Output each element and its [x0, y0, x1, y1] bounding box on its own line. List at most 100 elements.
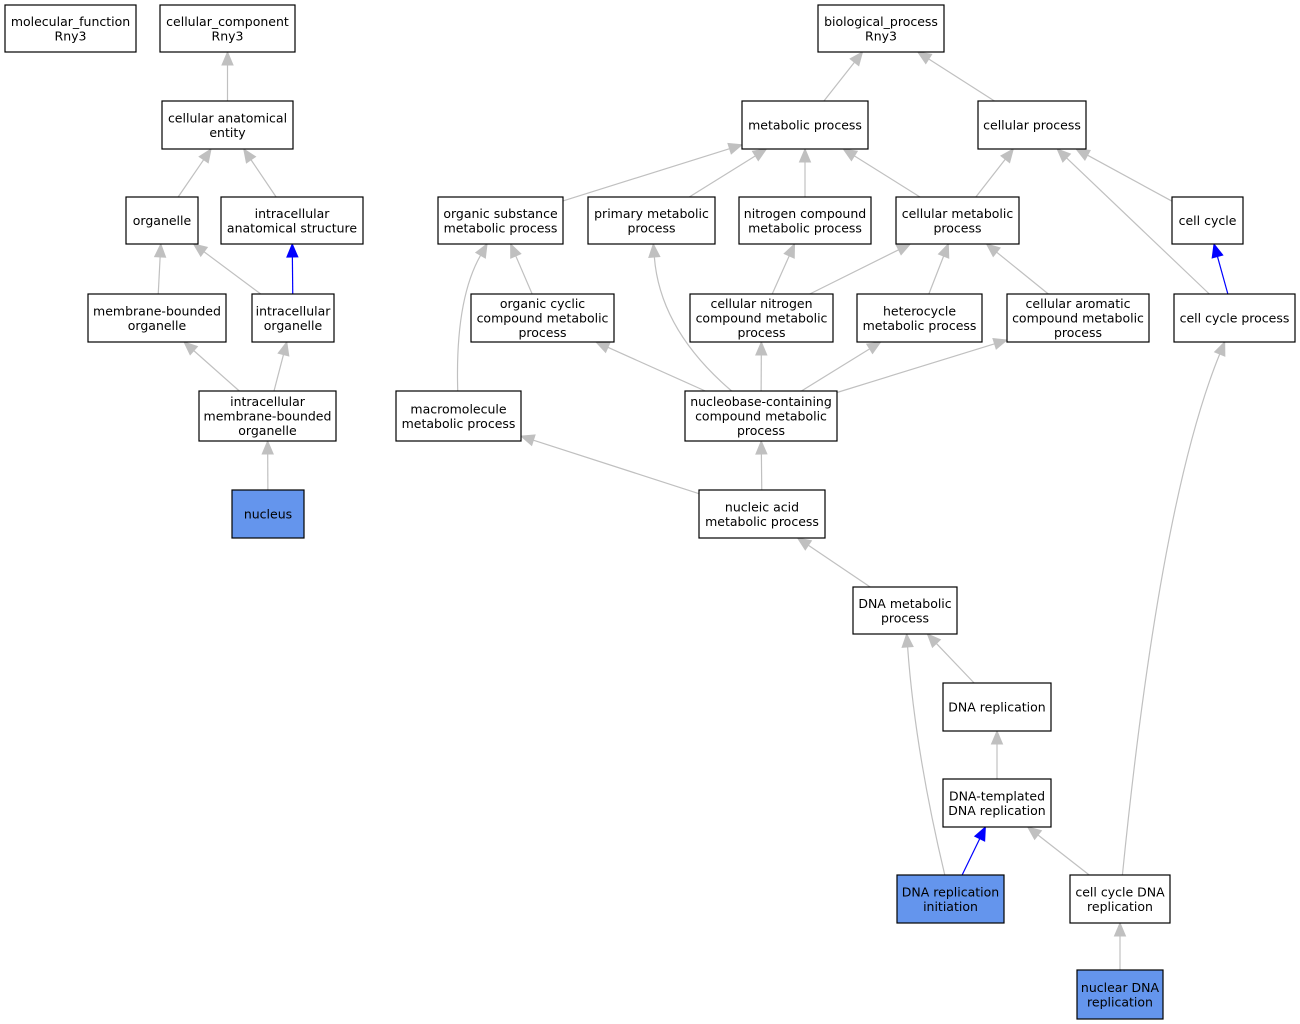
node-box[interactable] — [87, 293, 227, 343]
node-box[interactable] — [220, 196, 364, 245]
node-label: process — [627, 220, 675, 235]
node-box[interactable] — [942, 682, 1052, 732]
edge-line — [203, 251, 262, 295]
node-label: compound metabolic — [695, 409, 827, 424]
node-box[interactable] — [741, 100, 869, 150]
edge-arrowhead — [594, 341, 611, 354]
node-box[interactable] — [895, 196, 1020, 245]
edge-hmp-to-cmp — [928, 242, 950, 295]
edge-mbo-to-org — [153, 242, 167, 295]
node-box[interactable] — [689, 293, 834, 343]
edge-arrowhead — [1113, 921, 1127, 937]
edge-nbcmp-to-cncmp — [755, 340, 768, 392]
edge-cacmp-to-cmp — [985, 243, 1049, 295]
edge-imbo-to-io — [273, 340, 290, 392]
edge-cc2-to-cp — [1074, 148, 1173, 202]
go-term-node-org[interactable]: organelle — [125, 196, 199, 245]
node-box[interactable] — [817, 4, 945, 53]
node-box[interactable] — [977, 100, 1087, 150]
edge-line — [177, 159, 205, 198]
edge-arrowhead — [937, 242, 950, 259]
node-box[interactable] — [942, 778, 1052, 828]
node-label: DNA replication — [948, 700, 1045, 715]
node-box[interactable] — [437, 196, 564, 245]
edge-arrowhead — [1026, 826, 1043, 841]
go-term-node-cp[interactable]: cellular process — [977, 100, 1087, 150]
go-term-node-ccp[interactable]: cell cycle process — [1173, 293, 1296, 343]
node-label: compound metabolic — [1012, 311, 1144, 326]
edge-cp-to-bp — [916, 51, 995, 102]
node-box[interactable] — [4, 4, 137, 53]
edge-arrowhead — [992, 337, 1009, 350]
node-box[interactable] — [1171, 196, 1244, 245]
edge-ncmp-to-mp — [798, 147, 812, 197]
edge-arrowhead — [783, 242, 796, 259]
node-box[interactable] — [684, 390, 838, 442]
node-box[interactable] — [896, 874, 1005, 924]
node-box[interactable] — [1069, 874, 1171, 924]
node-box[interactable] — [1173, 293, 1296, 343]
edge-line — [688, 155, 756, 198]
edge-pmp-to-mp — [688, 148, 768, 198]
node-box[interactable] — [395, 390, 522, 442]
node-label: replication — [1087, 899, 1153, 914]
node-box[interactable] — [738, 196, 872, 245]
node-box[interactable] — [161, 100, 294, 150]
edge-arrowhead — [796, 537, 813, 551]
node-box[interactable] — [231, 489, 305, 539]
node-label: process — [737, 325, 785, 340]
node-box[interactable] — [852, 586, 958, 635]
node-label: compound metabolic — [696, 311, 828, 326]
node-label: cellular anatomical — [168, 110, 287, 125]
node-box[interactable] — [198, 390, 337, 442]
node-box[interactable] — [251, 293, 335, 343]
node-box[interactable] — [856, 293, 983, 343]
edge-arrowhead — [755, 340, 768, 356]
node-box[interactable] — [698, 489, 826, 539]
node-box[interactable] — [125, 196, 199, 245]
go-term-node-nucleus[interactable]: nucleus — [231, 489, 305, 539]
node-box[interactable] — [1006, 293, 1150, 343]
edge-line — [562, 148, 730, 202]
node-box[interactable] — [1076, 969, 1164, 1020]
node-box[interactable] — [470, 293, 615, 343]
node-label: primary metabolic — [594, 206, 709, 221]
edge-arrowhead — [242, 147, 257, 164]
edge-line — [975, 158, 1006, 198]
node-box[interactable] — [159, 4, 296, 53]
go-term-node-cc2[interactable]: cell cycle — [1171, 196, 1244, 245]
go-term-node-dr[interactable]: DNA replication — [942, 682, 1052, 732]
node-label: replication — [1087, 994, 1153, 1009]
edge-arrowhead — [798, 147, 812, 163]
edge-arrowhead — [1074, 148, 1091, 161]
node-label: intracellular — [230, 394, 306, 409]
edge-io-to-org — [192, 243, 262, 295]
node-box[interactable] — [587, 196, 716, 245]
edge-line — [928, 58, 995, 102]
go-term-node-mp[interactable]: metabolic process — [741, 100, 869, 150]
